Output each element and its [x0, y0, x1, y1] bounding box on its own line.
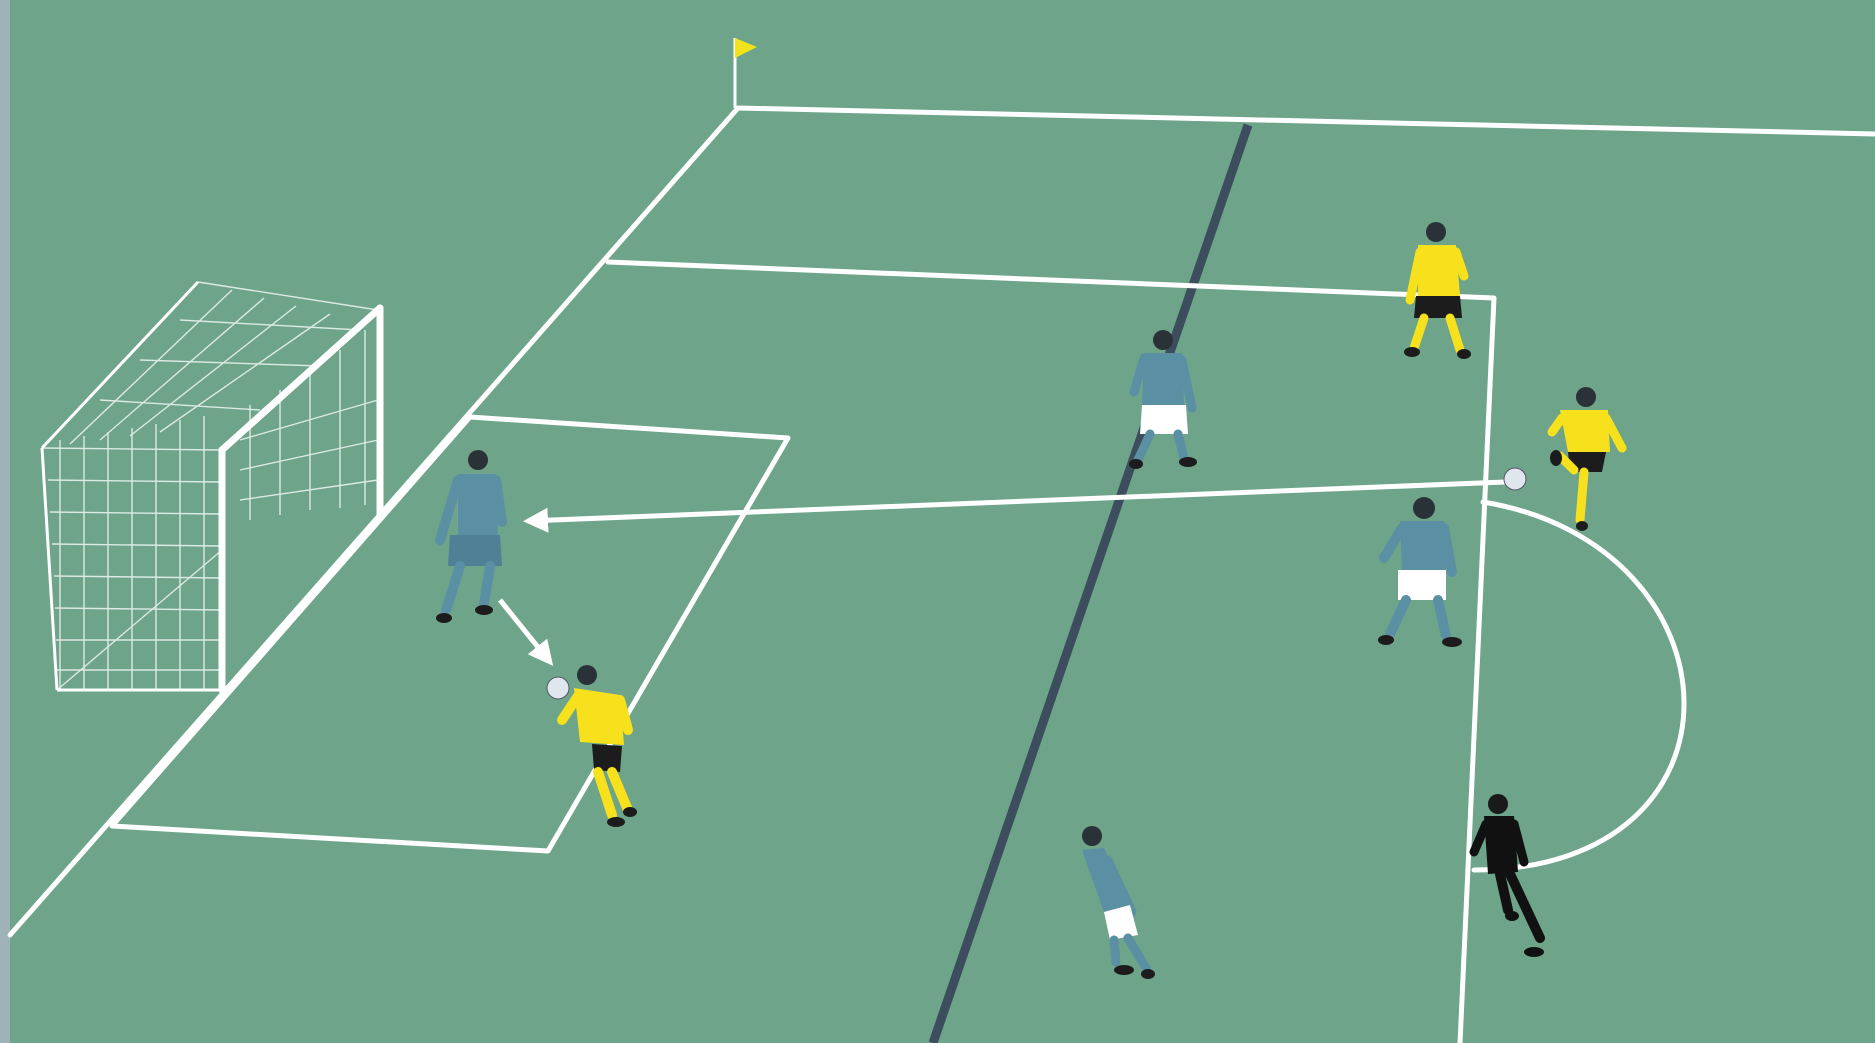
ball-icon — [1504, 468, 1526, 490]
left-border — [0, 0, 10, 1043]
ball-icon — [547, 677, 569, 699]
